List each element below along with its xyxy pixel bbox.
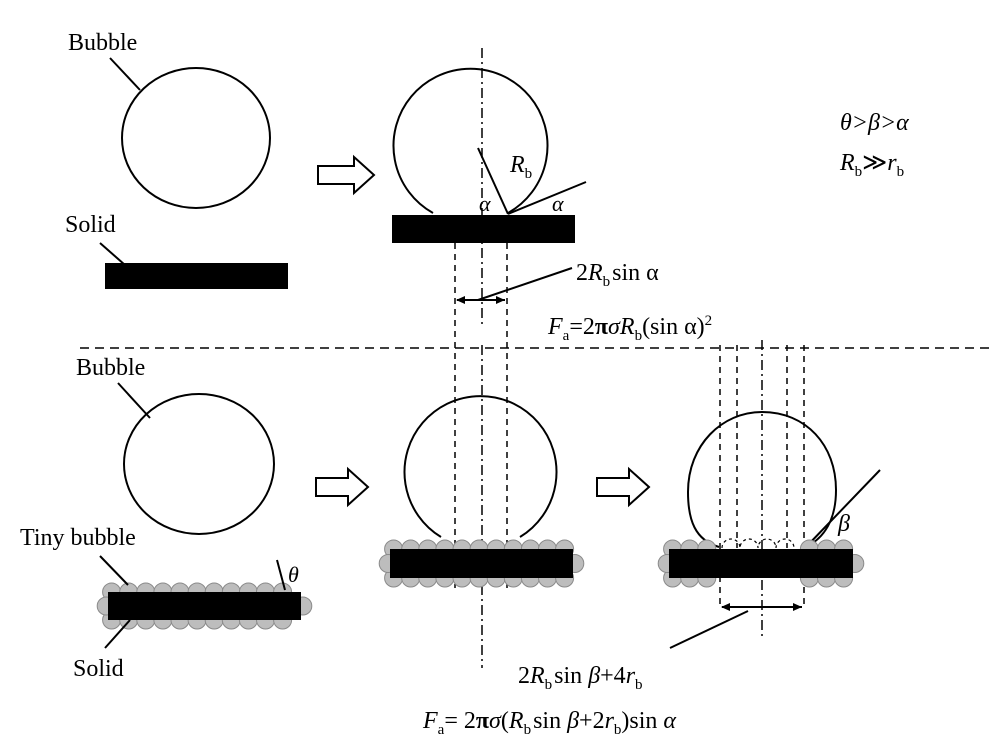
theta-tangent <box>276 559 286 591</box>
process-arrow-1 <box>317 154 376 196</box>
dashed-tiny-bubbles-merged <box>721 538 795 549</box>
tiny-bubble-leader <box>99 555 129 586</box>
contact-width-formula-top: 2Rbsin α <box>576 260 659 290</box>
radius-label: Rb <box>509 152 532 182</box>
tangent-line-bottom <box>805 469 881 548</box>
solid-leader-bottom <box>104 619 131 649</box>
angle-order-relation: θ>β>α <box>840 110 909 136</box>
tiny-bubble-label: Tiny bubble <box>20 525 136 551</box>
alpha-label-outer: α <box>552 191 564 216</box>
bubble-label-bottom: Bubble <box>76 355 145 381</box>
bubble-leader-top <box>109 57 141 91</box>
solid-leader-top <box>99 242 126 266</box>
process-arrow-3 <box>596 466 651 508</box>
contact-width-formula-bottom: 2Rbsin β+4rb <box>518 663 643 693</box>
solid-block-bottom <box>108 592 301 620</box>
attached-bubble-top <box>392 67 549 214</box>
adhesion-force-formula-top: Fa=2πσRb(sin α)2 <box>547 313 712 344</box>
contact-width-leader-bottom <box>669 610 749 649</box>
adhesion-force-formula-bottom: Fa= 2πσ(Rbsin β+2rb)sin α <box>422 708 676 738</box>
process-arrow-2 <box>315 466 370 508</box>
free-bubble-bottom <box>123 393 275 535</box>
theta-label: θ <box>288 562 299 587</box>
solid-label-bottom: Solid <box>73 656 124 682</box>
solid-block-top <box>105 263 288 289</box>
radius-line <box>477 147 509 215</box>
beta-label: β <box>837 511 850 537</box>
contact-width-leader-top <box>477 267 573 301</box>
bubble-leader-bottom <box>117 382 151 419</box>
attached-bubble-bottom-mid <box>403 395 558 538</box>
solid-block-attached-top <box>392 215 575 243</box>
radius-relation: Rb≫rb <box>839 150 904 180</box>
tangent-line-top <box>507 181 587 215</box>
bubble-label-top: Bubble <box>68 30 137 56</box>
solid-label-top: Solid <box>65 212 116 238</box>
attached-bubble-bottom-right <box>686 410 838 548</box>
alpha-label-inner: α <box>479 191 491 216</box>
solid-block-bottom-mid <box>390 549 573 578</box>
free-bubble-top <box>121 67 271 209</box>
solid-block-bottom-right <box>669 549 853 578</box>
